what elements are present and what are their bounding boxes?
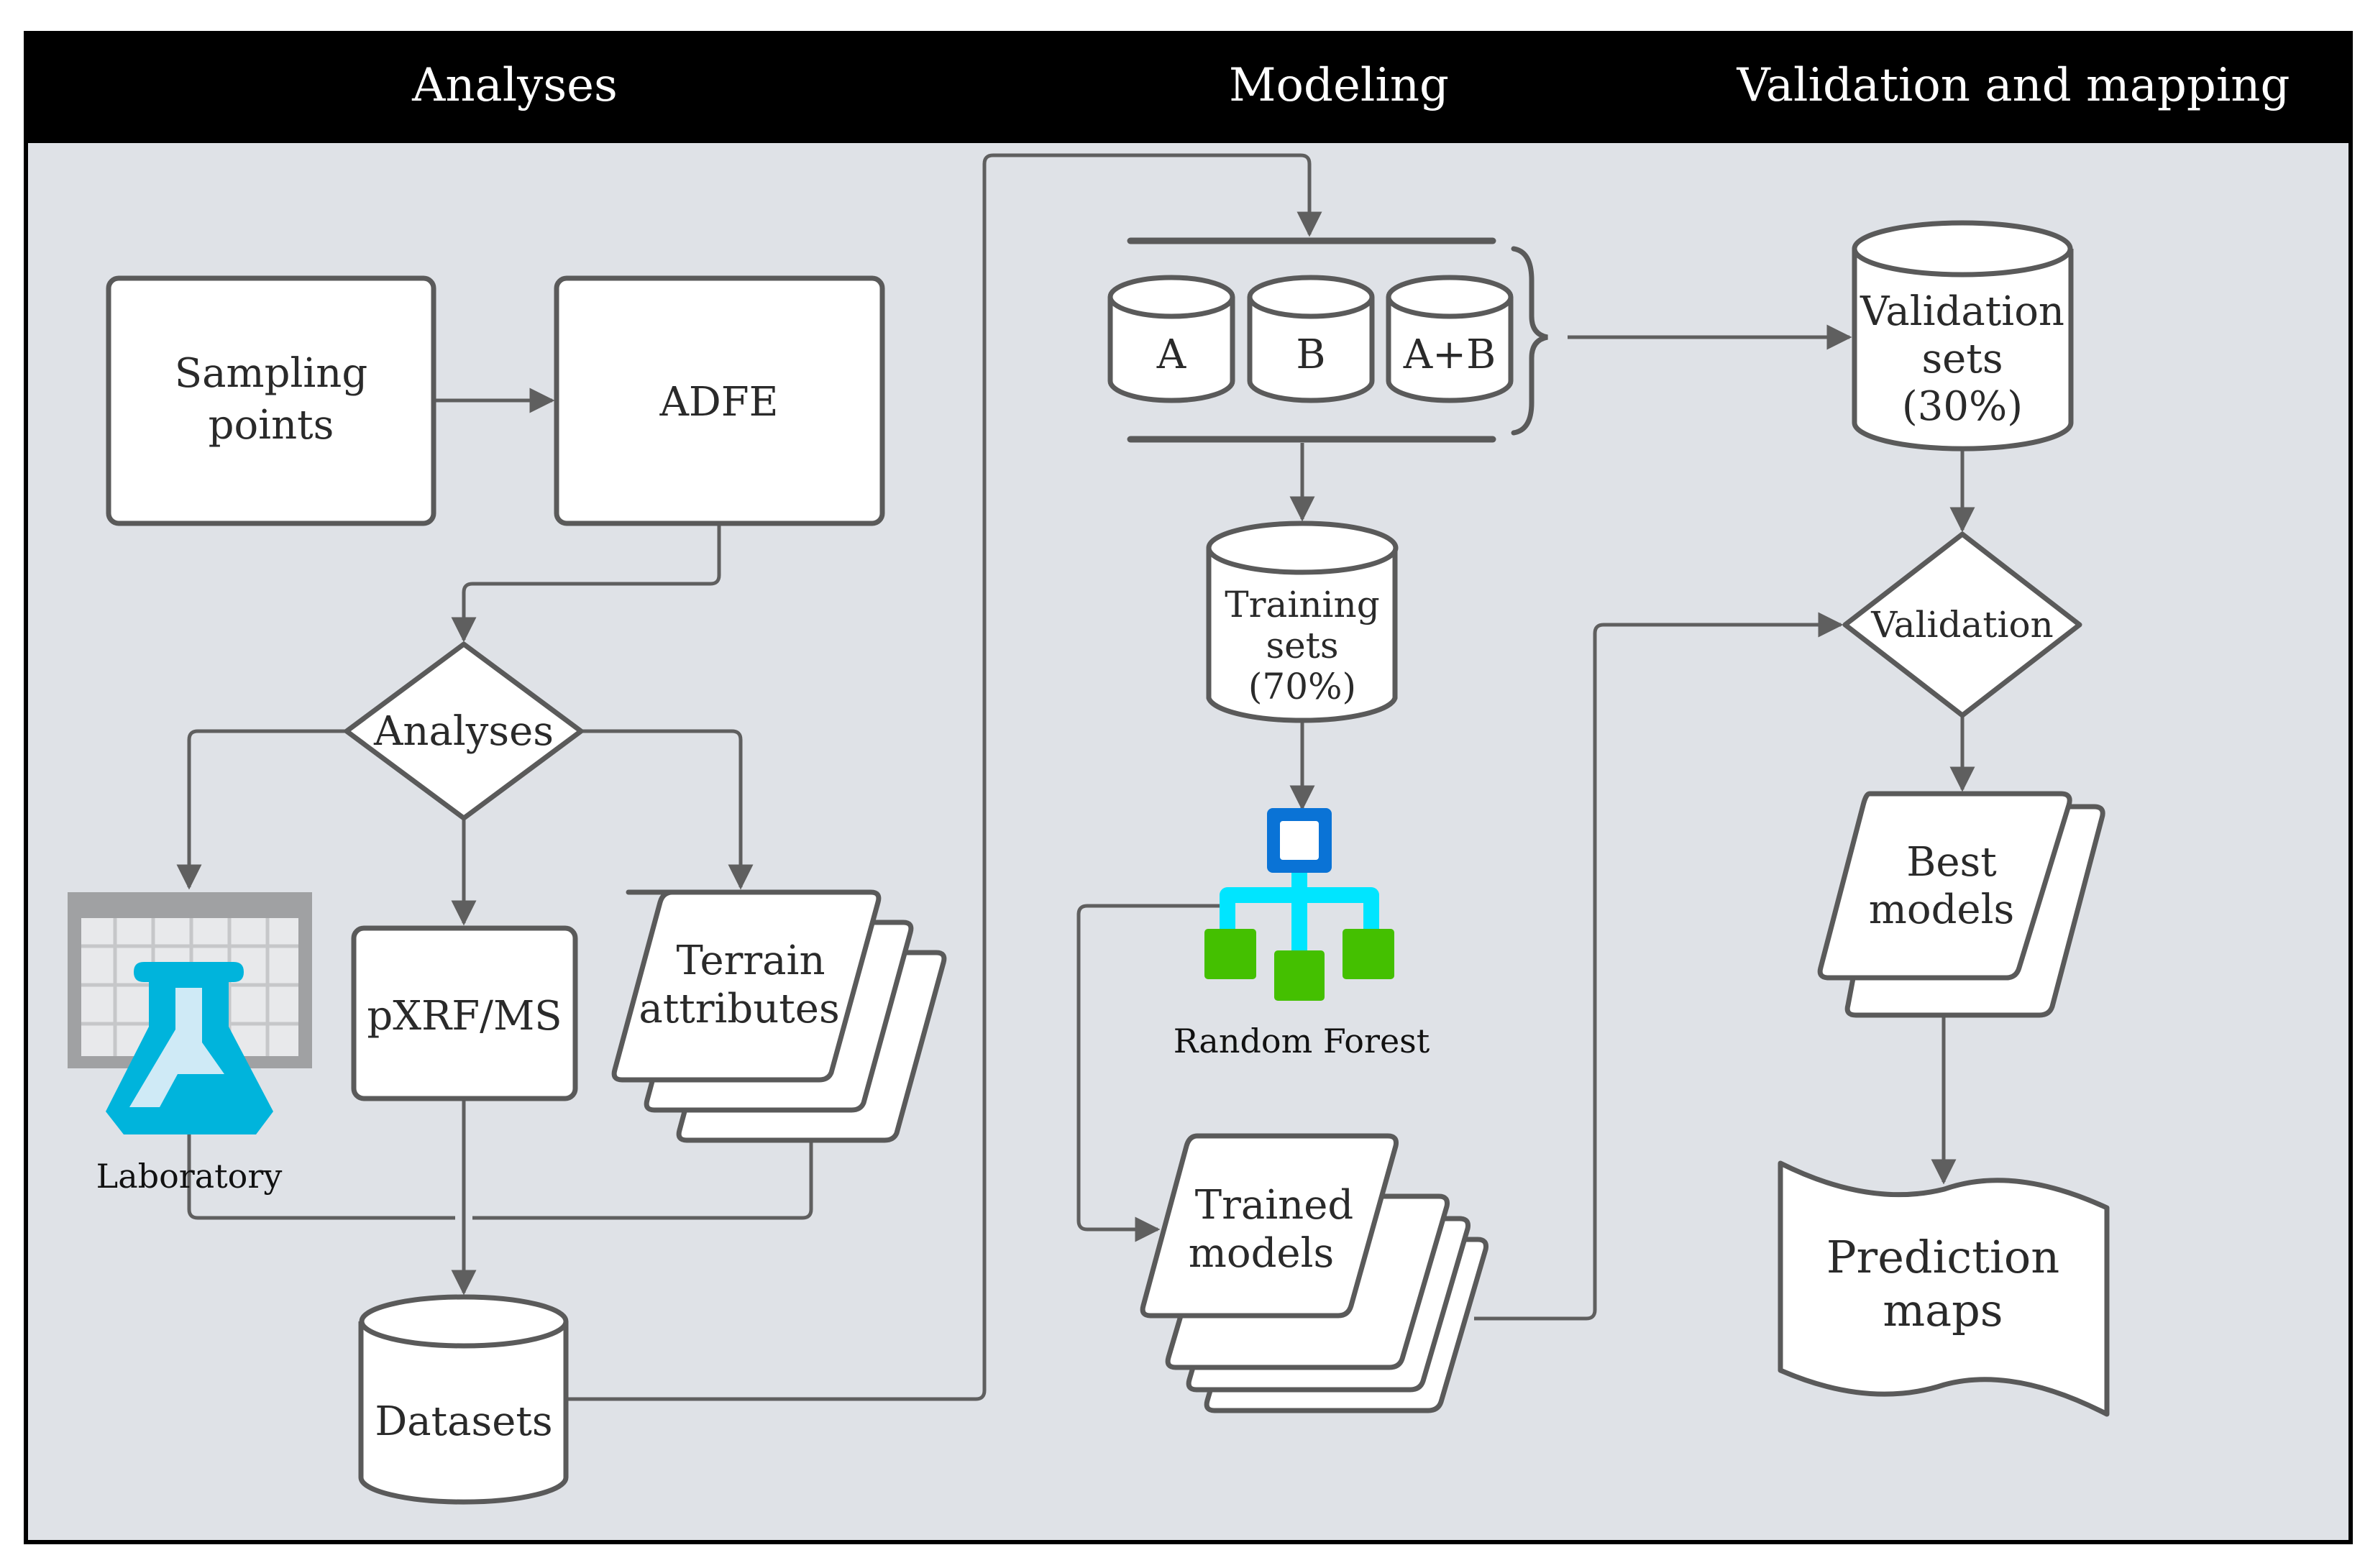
- sampling-points-line1: Sampling: [175, 350, 367, 397]
- sampling-points-line2: points: [209, 402, 334, 449]
- subset-b-label: B: [1296, 331, 1325, 378]
- adfe-label: ADFE: [659, 379, 778, 426]
- subset-ab-label: A+B: [1403, 331, 1496, 378]
- header-validation-mapping: Validation and mapping: [1737, 59, 2290, 112]
- analyses-decision-label: Analyses: [373, 708, 554, 755]
- terrain-attributes-line1: Terrain: [676, 937, 825, 984]
- best-models-line1: Best: [1906, 839, 1997, 886]
- connector-analyses-terrain: [581, 729, 754, 890]
- trained-models-line1: Trained: [1195, 1182, 1353, 1229]
- node-datasets[interactable]: Datasets: [358, 1294, 569, 1505]
- connector-adfe-analyses: [451, 523, 721, 643]
- connector-datasets-subsets: [566, 153, 1322, 1401]
- training-sets-line2: sets: [1266, 625, 1338, 666]
- training-sets-line1: Training: [1225, 584, 1379, 625]
- connector-terrain-datasets: [472, 1139, 813, 1220]
- node-validation-decision[interactable]: Validation: [1842, 531, 2082, 718]
- validation-sets-line3: (30%): [1902, 383, 2023, 430]
- prediction-maps-line1: Prediction: [1826, 1231, 2059, 1283]
- node-terrain-attributes[interactable]: Terrain attributes: [611, 889, 947, 1143]
- datasets-label: Datasets: [375, 1398, 552, 1445]
- node-subset-ab[interactable]: A+B: [1386, 275, 1514, 403]
- laboratory-label: Laboratory: [96, 1157, 283, 1196]
- training-sets-line3: (70%): [1248, 666, 1356, 707]
- node-trained-models[interactable]: Trained models: [1140, 1133, 1488, 1413]
- subset-a-label: A: [1156, 331, 1186, 378]
- trained-models-line2: models: [1189, 1230, 1334, 1277]
- node-random-forest[interactable]: Random Forest: [1174, 808, 1430, 1060]
- node-adfe[interactable]: ADFE: [554, 275, 885, 526]
- header-modeling: Modeling: [1229, 59, 1449, 112]
- validation-sets-line1: Validation: [1860, 288, 2064, 335]
- connector-rf-trained: [1076, 904, 1222, 1242]
- header-bar: [26, 33, 2351, 143]
- node-sampling-points[interactable]: Sampling points: [106, 275, 436, 526]
- best-models-line2: models: [1869, 886, 2014, 933]
- validation-sets-line2: sets: [1921, 336, 2003, 382]
- connector-trained-validation: [1474, 612, 1844, 1321]
- node-training-sets[interactable]: Training sets (70%): [1206, 521, 1399, 723]
- node-validation-sets[interactable]: Validation sets (30%): [1852, 220, 2074, 451]
- connector-laboratory-datasets: [187, 1068, 455, 1220]
- pxrf-ms-label: pXRF/MS: [367, 993, 562, 1040]
- node-pxrf-ms[interactable]: pXRF/MS: [351, 925, 578, 1101]
- header-analyses: Analyses: [411, 59, 618, 112]
- node-subset-a[interactable]: A: [1107, 275, 1235, 403]
- node-subset-b[interactable]: B: [1247, 275, 1375, 403]
- connector-analyses-laboratory: [176, 729, 347, 890]
- terrain-attributes-line2: attributes: [639, 986, 839, 1032]
- laboratory-icon: [68, 892, 312, 1134]
- prediction-maps-line2: maps: [1883, 1284, 2003, 1337]
- node-analyses-decision[interactable]: Analyses: [344, 641, 584, 821]
- node-prediction-maps[interactable]: Prediction maps: [1778, 1160, 2110, 1417]
- subsets-brace: [1511, 246, 1548, 436]
- node-best-models[interactable]: Best models: [1817, 791, 2105, 1018]
- validation-decision-label: Validation: [1870, 604, 2054, 646]
- random-forest-icon: [1204, 808, 1394, 1001]
- random-forest-label: Random Forest: [1174, 1022, 1430, 1060]
- connectors: [176, 153, 1975, 1401]
- node-laboratory[interactable]: Laboratory: [68, 892, 312, 1196]
- subsets-group: [1127, 237, 1548, 443]
